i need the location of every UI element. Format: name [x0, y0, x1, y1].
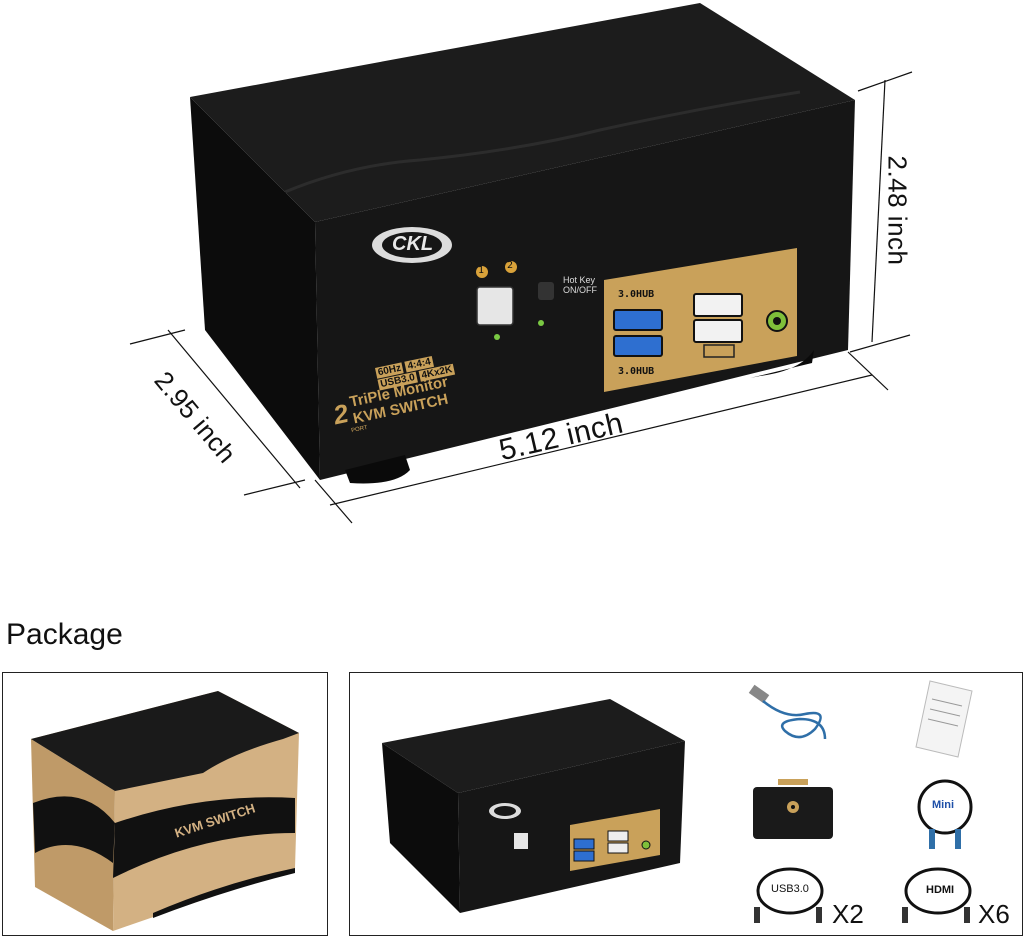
kvm-left-face — [190, 97, 320, 480]
usb-cable-icon — [748, 684, 827, 740]
keyboard-port — [693, 319, 743, 343]
manual-icon — [915, 680, 973, 758]
hotkey-label-2: ON/OFF — [563, 285, 597, 295]
usb3-cable-icon — [754, 867, 824, 923]
usb3-port-bottom — [613, 335, 663, 357]
package-box-panel: KVM SWITCH — [2, 672, 328, 936]
usb3-cable-qty: X2 — [832, 899, 864, 929]
hdmi-cable-label: HDMI — [926, 884, 955, 896]
hdmi-cable-icon — [902, 867, 972, 923]
hotkey-toggle — [538, 282, 554, 300]
remote-switch-icon — [753, 779, 833, 839]
hdmi-cable-qty: X6 — [978, 899, 1010, 929]
port-1-label: 1 — [478, 265, 485, 276]
kvm-front-face — [315, 100, 855, 480]
usb3-port-top — [613, 309, 663, 331]
port-2-label: 2 — [507, 260, 514, 271]
hub-top-label: 3.0HUB — [618, 289, 655, 300]
switch-button — [476, 286, 514, 326]
brand-label: CKL — [392, 233, 434, 255]
usb3-cable-label: USB3.0 — [771, 883, 809, 895]
retail-box-illustration — [31, 691, 299, 931]
mini-hdmi-label: Mini — [932, 799, 954, 811]
kvm-switch-small — [382, 699, 685, 913]
mouse-port — [693, 293, 743, 317]
kvm-switch-illustration — [129, 3, 913, 524]
kvm-top-face — [190, 3, 855, 222]
height-dimension: 2.48 inch — [882, 155, 913, 266]
package-contents-panel: Mini USB3.0 X2 HDMI X6 — [349, 672, 1023, 936]
hub-bottom-label: 3.0HUB — [618, 366, 655, 377]
package-title: Package — [6, 618, 123, 651]
hotkey-label-1: Hot Key — [563, 275, 596, 285]
mini-hdmi-cable-icon — [917, 779, 973, 849]
